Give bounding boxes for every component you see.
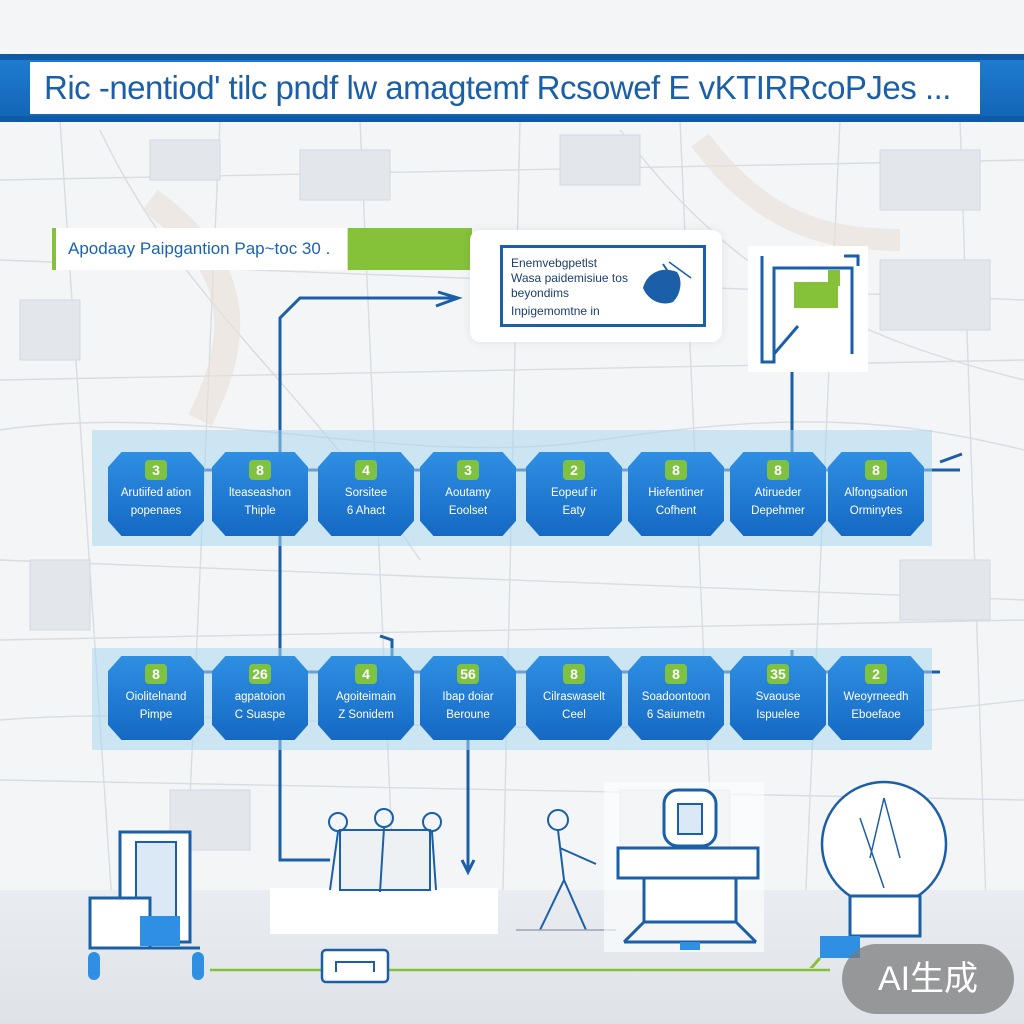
- node-label-line-2: popenaes: [130, 505, 182, 517]
- step-number-badge: 3: [457, 460, 479, 480]
- step-number-badge: 8: [145, 664, 167, 684]
- node-label-line-1: Arutiifed ation: [120, 487, 192, 499]
- node-label-line-1: Sorsitee: [344, 487, 388, 499]
- step-number-badge: 35: [767, 664, 789, 684]
- node-label-line-1: Eopeuf ir: [550, 487, 598, 499]
- node-label-line-2: Eoolset: [448, 505, 488, 517]
- bottom-white-panel: [270, 888, 498, 934]
- step-number-badge: 8: [665, 460, 687, 480]
- node-label-line-2: Pimpe: [139, 709, 173, 721]
- robot-machine-illustration: [88, 830, 204, 980]
- node-label-line-1: Aoutamy: [445, 487, 491, 499]
- node-label-line-1: lteaseashon: [228, 487, 292, 499]
- title-panel: Ric -nentiod' tilc pndf lw amagtemf Rcso…: [30, 62, 980, 114]
- connector-box-icon: [320, 948, 390, 984]
- node-label-line-1: Atirueder: [754, 487, 802, 499]
- process-node: 26 agpatoion C Suaspe: [212, 656, 308, 740]
- node-label-line-1: Ibap doiar: [442, 691, 494, 703]
- info-card: Enemvebgpetlst Wasa paidemisiue tos beyo…: [470, 230, 722, 342]
- info-card-frame: Enemvebgpetlst Wasa paidemisiue tos beyo…: [500, 245, 706, 327]
- step-number-badge: 8: [865, 460, 887, 480]
- node-label-line-1: Soadoontoon: [641, 691, 711, 703]
- node-label-line-2: Thiple: [244, 505, 276, 517]
- info-line-2: Wasa paidemisiue tos: [511, 271, 628, 285]
- title-bar: Ric -nentiod' tilc pndf lw amagtemf Rcso…: [0, 54, 1024, 122]
- info-line-4: Inpigemomtne in: [511, 304, 600, 318]
- map-region-icon: [643, 261, 692, 304]
- info-line-1: Enemvebgpetlst: [511, 256, 598, 270]
- step-number-badge: 8: [563, 664, 585, 684]
- step-number-badge: 56: [457, 664, 479, 684]
- workers-table-illustration: [328, 808, 442, 893]
- node-label-line-1: Oiolitelnand: [125, 691, 187, 703]
- node-label-line-1: Svaouse: [755, 691, 801, 703]
- node-label-line-2: Z Sonidem: [338, 709, 394, 721]
- info-line-3: beyondims: [511, 286, 570, 300]
- 3d-printer-illustration: [604, 782, 764, 952]
- node-label-line-2: 6 Ahact: [346, 505, 386, 517]
- step-number-badge: 2: [865, 664, 887, 684]
- node-label-line-2: Beroune: [446, 709, 490, 721]
- node-label-line-2: Eaty: [562, 505, 586, 517]
- standing-worker-illustration: [516, 809, 616, 931]
- node-label-line-2: Orminytes: [849, 505, 903, 517]
- step-number-badge: 4: [355, 460, 377, 480]
- step-number-badge: 2: [563, 460, 585, 480]
- ai-generated-watermark: AI生成: [842, 944, 1014, 1014]
- node-label-line-1: agpatoion: [234, 691, 286, 703]
- node-label-line-2: Ceel: [562, 709, 586, 721]
- lightbulb-illustration: [809, 780, 948, 968]
- step-number-badge: 26: [249, 664, 271, 684]
- node-label-line-2: Ispuelee: [756, 709, 800, 721]
- node-label-line-2: C Suaspe: [234, 709, 286, 721]
- node-label-line-2: Eboefaoe: [851, 709, 901, 721]
- node-label-line-1: Alfongsation: [844, 487, 908, 499]
- step-number-badge: 8: [249, 460, 271, 480]
- subtitle-bar: Apodaay Paipgantion Pap~toc 30 .: [52, 228, 472, 270]
- building-icon: [748, 246, 868, 372]
- node-label-line-2: 6 Saiumetn: [646, 709, 706, 721]
- node-label-line-1: Agoiteimain: [335, 691, 397, 703]
- page-title: Ric -nentiod' tilc pndf lw amagtemf Rcso…: [44, 69, 951, 106]
- node-label-line-1: Weoyrneedh: [843, 691, 909, 703]
- node-label-line-2: Cofhent: [655, 505, 697, 517]
- node-label-line-1: Cilraswaselt: [543, 691, 605, 703]
- step-number-badge: 8: [767, 460, 789, 480]
- node-label-line-1: Hiefentiner: [648, 487, 704, 499]
- step-number-badge: 3: [145, 460, 167, 480]
- step-number-badge: 8: [665, 664, 687, 684]
- node-label-line-2: Depehmer: [751, 505, 805, 517]
- subtitle-label: Apodaay Paipgantion Pap~toc 30 .: [68, 239, 331, 258]
- step-number-badge: 4: [355, 664, 377, 684]
